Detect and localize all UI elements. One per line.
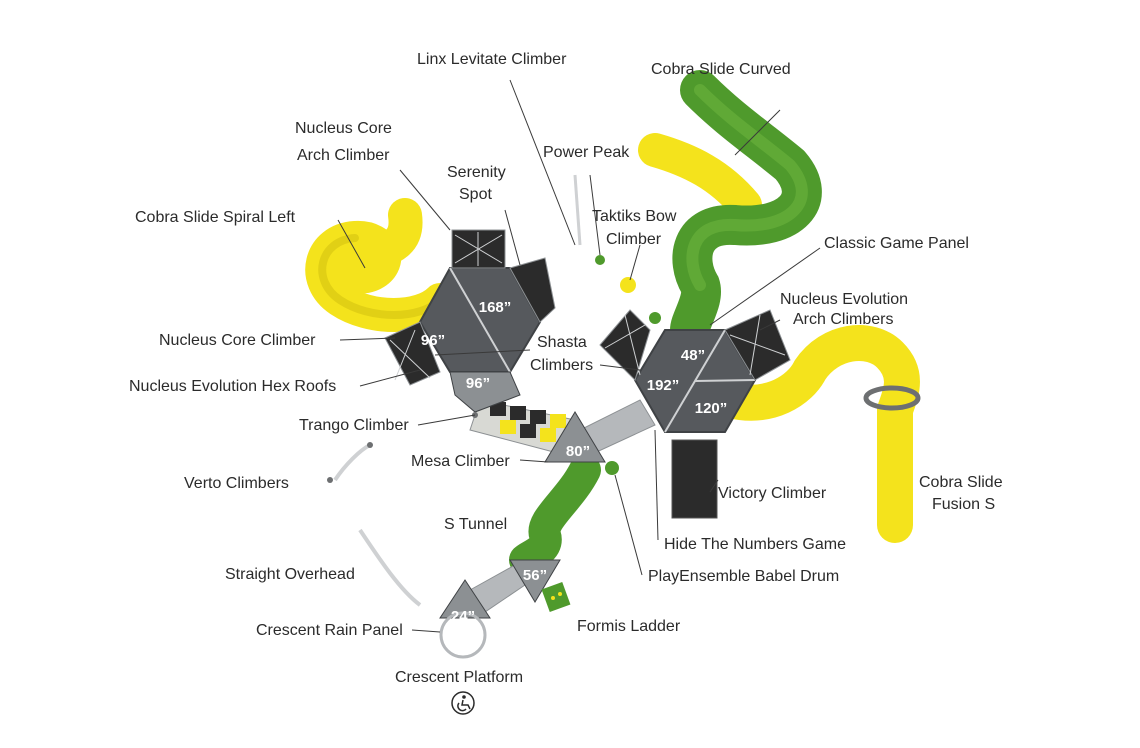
label-cobra-slide-fusion-s-line1: Cobra Slide	[919, 474, 1003, 491]
power-peak-panel	[509, 257, 556, 323]
label-power-peak: Power Peak	[543, 144, 630, 161]
label-straight-overhead: Straight Overhead	[225, 566, 355, 583]
platform-height-labels: 168” 96” 96” 48” 192” 120” 80” 56” 24”	[421, 299, 727, 625]
height-left-top: 168”	[479, 299, 512, 316]
label-victory-climber: Victory Climber	[718, 485, 827, 502]
label-nucleus-evolution-hex-roofs: Nucleus Evolution Hex Roofs	[129, 378, 336, 395]
taktiks-bow-climber	[620, 277, 636, 293]
label-nucleus-core-climber: Nucleus Core Climber	[159, 332, 316, 349]
height-left-low: 96”	[466, 375, 490, 392]
label-classic-game-panel: Classic Game Panel	[824, 235, 969, 252]
callout-labels: Linx Levitate Climber Cobra Slide Curved…	[129, 51, 1003, 686]
height-right-top: 48”	[681, 347, 705, 364]
height-left-mid: 96”	[421, 332, 445, 349]
label-formis-ladder: Formis Ladder	[577, 618, 681, 635]
verto-climbers	[333, 443, 371, 482]
s-tunnel	[509, 454, 601, 576]
label-shasta-climbers-line2: Climbers	[530, 357, 593, 374]
label-taktiks-bow-climber-line2: Climber	[606, 231, 662, 248]
cobra-slide-spiral-left-shade	[318, 234, 444, 319]
label-shasta-climbers-line1: Shasta	[537, 334, 587, 351]
nucleus-core-climber-panel	[384, 321, 441, 386]
cobra-slide-curved-yellow	[638, 133, 762, 222]
formis-ladder	[541, 581, 571, 613]
height-right-low: 120”	[695, 400, 728, 417]
label-verto-climbers: Verto Climbers	[184, 475, 289, 492]
label-trango-climber: Trango Climber	[299, 417, 409, 434]
label-cobra-slide-spiral-left: Cobra Slide Spiral Left	[135, 209, 296, 226]
height-lower: 56”	[523, 567, 547, 584]
straight-overhead	[358, 528, 422, 607]
label-cobra-slide-curved: Cobra Slide Curved	[651, 61, 791, 78]
height-center: 80”	[566, 443, 590, 460]
label-hide-the-numbers-game: Hide The Numbers Game	[664, 536, 846, 553]
label-linx-levitate-climber: Linx Levitate Climber	[417, 51, 567, 68]
victory-climber	[671, 439, 718, 519]
center-triangle-platform	[544, 411, 606, 463]
cobra-slide-curved-highlight	[686, 84, 808, 291]
left-hex-low-deck	[449, 371, 521, 413]
label-cobra-slide-fusion-s-line2: Fusion S	[932, 496, 995, 513]
label-crescent-platform: Crescent Platform	[395, 669, 523, 686]
equipment-illustration	[305, 70, 921, 659]
label-nucleus-core-arch-climber-line2: Arch Climber	[297, 147, 390, 164]
label-taktiks-bow-climber-line1: Taktiks Bow	[592, 208, 677, 225]
wheelchair-accessible-icon	[451, 691, 475, 715]
label-serenity-spot-line1: Serenity	[447, 164, 506, 181]
height-right-left: 192”	[647, 377, 680, 394]
label-crescent-rain-panel: Crescent Rain Panel	[256, 622, 403, 639]
label-mesa-climber: Mesa Climber	[411, 453, 510, 470]
label-nucleus-evolution-arch-climbers-line2: Arch Climbers	[793, 311, 893, 328]
label-nucleus-core-arch-climber-line1: Nucleus Core	[295, 120, 392, 137]
label-nucleus-evolution-arch-climbers-line1: Nucleus Evolution	[780, 291, 908, 308]
bottom-triangle-platform	[439, 579, 491, 619]
cobra-slide-fusion-s-ring	[863, 385, 921, 411]
label-s-tunnel: S Tunnel	[444, 516, 507, 533]
crescent-platform	[439, 611, 487, 659]
shasta-climber-steps	[490, 402, 566, 442]
height-bottom: 24”	[451, 608, 475, 625]
playensemble-babel-drum	[605, 461, 619, 475]
lower-triangle-platform	[509, 559, 561, 603]
label-serenity-spot-line2: Spot	[459, 186, 492, 203]
leader-lines	[337, 79, 821, 633]
label-playensemble-babel-drum: PlayEnsemble Babel Drum	[648, 568, 839, 585]
